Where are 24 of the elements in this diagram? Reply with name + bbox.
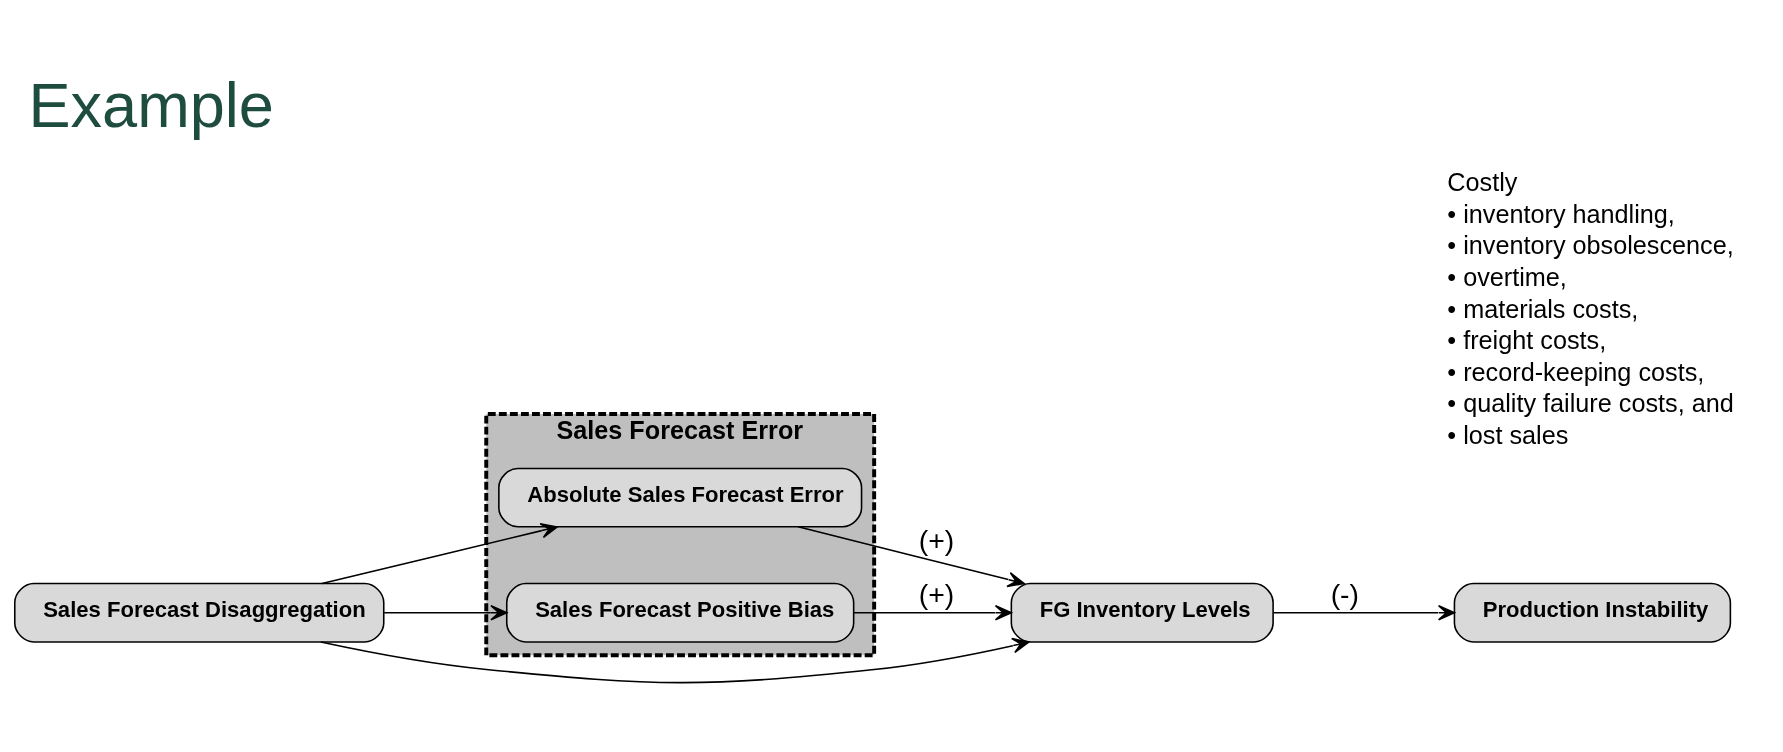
arrow bbox=[797, 525, 1025, 587]
label: • record-keeping costs, bbox=[1447, 357, 1705, 386]
label: • lost sales bbox=[1447, 420, 1569, 449]
arrow bbox=[853, 604, 1013, 621]
arrow bbox=[320, 637, 1030, 683]
node-box: Sales Forecast Disaggregation bbox=[14, 582, 385, 643]
edge-label: (+) bbox=[918, 577, 955, 610]
node-box: FG Inventory Levels bbox=[1010, 582, 1274, 643]
edge-label: (+) bbox=[918, 523, 955, 556]
arrow bbox=[1272, 604, 1456, 621]
node-box: Production Instability bbox=[1453, 582, 1732, 643]
label: • quality failure costs, and bbox=[1447, 388, 1734, 417]
node-box: Absolute Sales Forecast Error bbox=[498, 467, 863, 528]
diagram-title: Example bbox=[28, 69, 274, 140]
label: • inventory handling, bbox=[1447, 199, 1675, 228]
arrow bbox=[383, 604, 508, 621]
label: Costly bbox=[1447, 167, 1518, 196]
edge-label: (-) bbox=[1330, 577, 1360, 610]
arrow bbox=[321, 522, 558, 584]
label: • overtime, bbox=[1447, 262, 1567, 291]
node-box: Sales Forecast Positive Bias bbox=[505, 582, 855, 643]
label: • inventory obsolescence, bbox=[1447, 230, 1734, 259]
label: • freight costs, bbox=[1447, 325, 1607, 354]
label: • materials costs, bbox=[1447, 294, 1639, 323]
